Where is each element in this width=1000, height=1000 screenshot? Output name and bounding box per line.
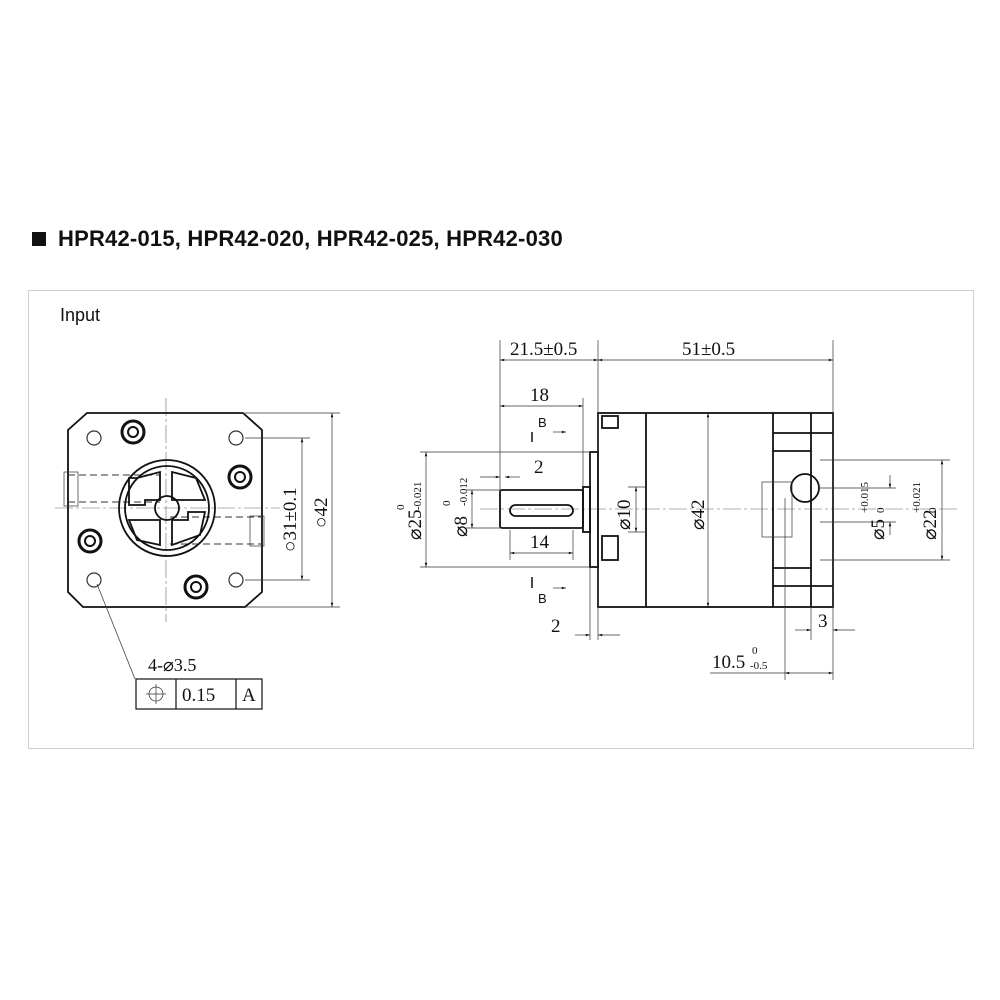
output-shaft: [499, 489, 584, 529]
position-icon: [146, 684, 166, 704]
side-view: 21.5±0.5 51±0.5 18 2 14 2 B B ⌀25 0 -0.0…: [395, 339, 960, 680]
svg-text:B: B: [538, 415, 547, 430]
svg-text:⌀8: ⌀8: [451, 516, 472, 537]
dim-pcd: ○31±0.1: [280, 487, 301, 552]
drawing-panel: [28, 290, 974, 749]
front-view: ○31±0.1 ○42 4-⌀3.5 0.15 A: [55, 398, 340, 710]
svg-text:+0.021: +0.021: [911, 482, 923, 513]
tolerance-frame: 0.15 A: [135, 678, 263, 710]
mounting-holes: [86, 430, 244, 588]
svg-text:+0.015: +0.015: [859, 482, 871, 513]
svg-text:⌀42: ⌀42: [688, 500, 709, 530]
svg-text:2: 2: [534, 457, 544, 478]
section-header: HPR42-015, HPR42-020, HPR42-025, HPR42-0…: [32, 226, 563, 252]
svg-text:0: 0: [875, 507, 887, 513]
svg-text:0: 0: [752, 645, 758, 657]
bolts: [77, 419, 253, 600]
dim-outer: ○42: [311, 498, 332, 528]
svg-text:-0.021: -0.021: [412, 482, 424, 510]
panel-label: Input: [60, 305, 101, 325]
svg-text:0: 0: [395, 504, 407, 510]
svg-text:51±0.5: 51±0.5: [682, 339, 735, 360]
svg-text:18: 18: [530, 385, 549, 406]
svg-text:0: 0: [441, 500, 453, 506]
flange-outline: [67, 412, 263, 608]
svg-text:-0.5: -0.5: [750, 660, 768, 672]
svg-text:⌀25: ⌀25: [405, 510, 426, 540]
hole-callout: 4-⌀3.5: [148, 655, 196, 675]
svg-text:10.5: 10.5: [712, 652, 745, 673]
svg-text:21.5±0.5: 21.5±0.5: [510, 339, 577, 360]
svg-text:B: B: [538, 591, 547, 606]
keyway: [509, 504, 574, 517]
svg-text:-0.012: -0.012: [458, 478, 470, 506]
svg-text:⌀22: ⌀22: [920, 510, 941, 540]
svg-text:2: 2: [551, 616, 561, 637]
bullet-square-icon: [32, 232, 46, 246]
svg-text:0: 0: [927, 507, 939, 513]
pilot-circle: [118, 459, 216, 557]
svg-text:0.15: 0.15: [182, 685, 215, 706]
page-title: HPR42-015, HPR42-020, HPR42-025, HPR42-0…: [58, 226, 563, 251]
svg-text:⌀5: ⌀5: [868, 519, 889, 540]
svg-text:A: A: [242, 685, 256, 706]
pilot-flange: [589, 451, 599, 568]
svg-text:3: 3: [818, 611, 828, 632]
svg-text:14: 14: [530, 532, 550, 553]
svg-text:⌀10: ⌀10: [614, 500, 635, 530]
